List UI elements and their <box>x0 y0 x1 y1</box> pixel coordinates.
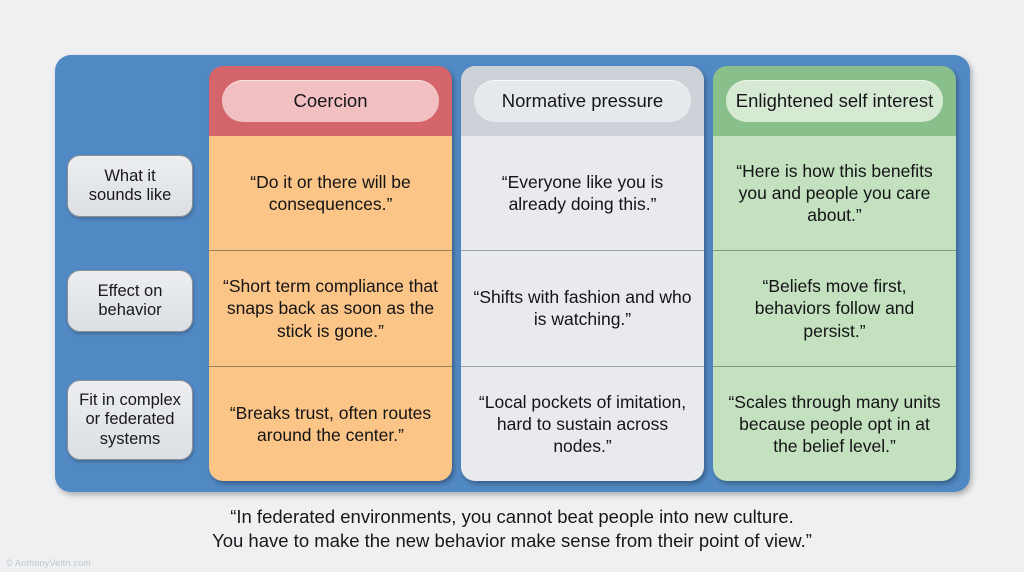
watermark: © AnthonyVeltri.com <box>6 558 91 568</box>
column-header-pill: Coercion <box>222 80 439 122</box>
cell-normative-effect-on-behavior: “Shifts with fashion and who is watching… <box>461 250 704 365</box>
cell-normative-sounds-like: “Everyone like you is already doing this… <box>501 172 664 215</box>
column-header-label: Coercion <box>293 90 368 111</box>
column-header-pill: Normative pressure <box>474 80 691 122</box>
column-header-coercion: Coercion <box>209 66 452 136</box>
column-header-normative-pressure: Normative pressure <box>461 66 704 136</box>
column-enlightened-self-interest: Enlightened self interest “Here is how t… <box>713 66 956 481</box>
column-header-enlightened-self-interest: Enlightened self interest <box>713 66 956 136</box>
caption-line-2: You have to make the new behavior make s… <box>212 530 812 552</box>
column-body-enlightened-self-interest: “Here is how this benefits you and peopl… <box>713 136 956 481</box>
column-coercion: Coercion “Do it or there will be consequ… <box>209 66 452 481</box>
column-header-label: Normative pressure <box>501 90 664 111</box>
caption: “In federated environments, you cannot b… <box>0 505 1024 554</box>
cell-coercion-fit-in-complex-systems: “Breaks trust, often routes around the c… <box>209 365 452 481</box>
column-body-normative-pressure: “Everyone like you is already doing this… <box>461 136 704 481</box>
cell-enlightened-effect-on-behavior: “Beliefs move first, behaviors follow an… <box>713 250 956 365</box>
column-body-coercion: “Do it or there will be consequences.” “… <box>209 136 452 481</box>
cell-enlightened-sounds-like: “Here is how this benefits you and peopl… <box>736 161 933 226</box>
column-header-pill: Enlightened self interest <box>726 80 943 122</box>
cell-enlightened-fit-in-complex-systems: “Scales through many units because peopl… <box>713 365 956 481</box>
column-header-label: Enlightened self interest <box>735 90 934 111</box>
cell-coercion-sounds-like: “Do it or there will be consequences.” <box>250 172 411 215</box>
cell-coercion-effect-on-behavior: “Short term compliance that snaps back a… <box>209 250 452 365</box>
columns-area: Coercion “Do it or there will be consequ… <box>205 55 970 492</box>
column-normative-pressure: Normative pressure “Everyone like you is… <box>461 66 704 481</box>
caption-line-1: “In federated environments, you cannot b… <box>230 506 794 527</box>
cell-normative-fit-in-complex-systems: “Local pockets of imitation, hard to sus… <box>461 365 704 481</box>
